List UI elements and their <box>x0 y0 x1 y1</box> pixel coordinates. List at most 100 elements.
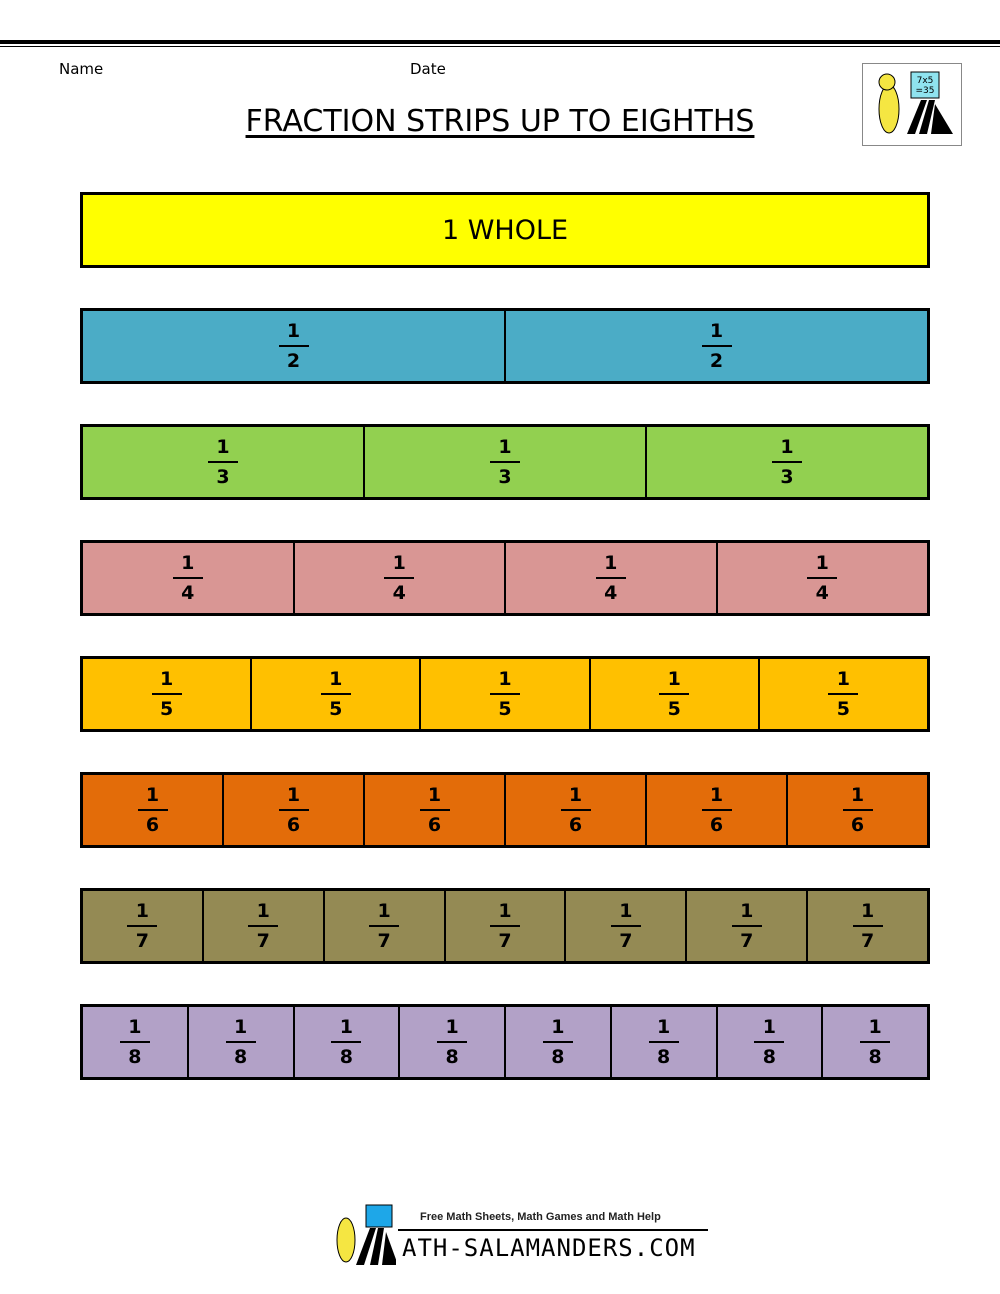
denominator: 7 <box>256 930 270 952</box>
fraction-bar <box>731 925 762 927</box>
denominator: 3 <box>780 466 794 488</box>
denominator: 5 <box>329 698 343 720</box>
denominator: 5 <box>498 698 512 720</box>
denominator: 5 <box>836 698 851 720</box>
page-title: FRACTION STRIPS UP TO EIGHTHS <box>245 104 755 139</box>
fraction-bar <box>807 577 838 579</box>
fraction-bar <box>278 809 309 811</box>
fraction-bar <box>151 693 182 695</box>
fraction-bar <box>842 809 873 811</box>
fraction-bar <box>648 1041 679 1043</box>
fraction-bar <box>595 577 626 579</box>
numerator: 1 <box>498 436 512 458</box>
numerator: 1 <box>619 900 633 922</box>
denominator: 6 <box>709 814 724 836</box>
fraction-bar <box>610 925 641 927</box>
footer-site-name: ATH-SALAMANDERS.COM <box>402 1234 696 1262</box>
fraction-bar <box>419 809 450 811</box>
numerator: 1 <box>216 436 230 458</box>
fraction-bar <box>772 461 802 463</box>
fraction-bar <box>248 925 279 927</box>
denominator: 7 <box>860 930 875 952</box>
top-rule-thin <box>0 46 1000 47</box>
numerator: 1 <box>850 784 865 806</box>
numerator: 1 <box>128 1016 142 1038</box>
fraction-bar <box>701 345 732 347</box>
name-label: Name <box>59 60 104 78</box>
numerator: 1 <box>256 900 270 922</box>
numerator: 1 <box>740 900 754 922</box>
numerator: 1 <box>568 784 583 806</box>
footer-rule <box>398 1229 708 1231</box>
fraction-bar <box>754 1041 785 1043</box>
fraction-bar <box>320 693 351 695</box>
numerator: 1 <box>836 668 851 690</box>
fraction-bar <box>172 577 203 579</box>
strip-piece: 1 WHOLE <box>83 195 927 265</box>
numerator: 1 <box>657 1016 671 1038</box>
denominator: 7 <box>135 930 150 952</box>
denominator: 6 <box>145 814 160 836</box>
fraction-bar <box>278 345 309 347</box>
numerator: 1 <box>392 552 406 574</box>
fraction-bar <box>127 925 158 927</box>
denominator: 3 <box>498 466 512 488</box>
fraction-bar <box>852 925 883 927</box>
numerator: 1 <box>667 668 681 690</box>
numerator: 1 <box>868 1016 882 1038</box>
numerator: 1 <box>498 668 512 690</box>
denominator: 4 <box>392 582 406 604</box>
footer-logo <box>326 1200 716 1270</box>
fraction-bar <box>137 809 168 811</box>
whole-label: 1 WHOLE <box>441 214 569 246</box>
denominator: 8 <box>339 1046 353 1068</box>
numerator: 1 <box>181 552 195 574</box>
numerator: 1 <box>709 320 724 342</box>
denominator: 7 <box>377 930 391 952</box>
denominator: 4 <box>604 582 618 604</box>
numerator: 1 <box>339 1016 353 1038</box>
